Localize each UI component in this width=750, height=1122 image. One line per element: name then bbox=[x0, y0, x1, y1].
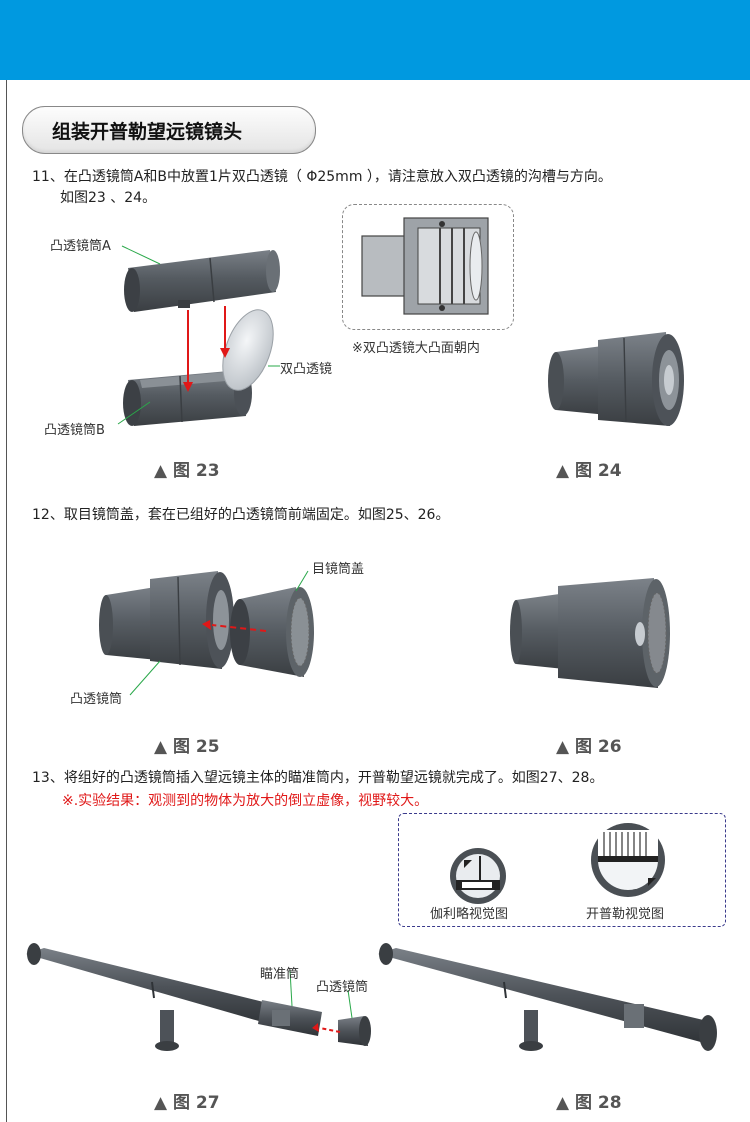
label-convex-tube-2: 凸透镜筒 bbox=[316, 980, 369, 995]
section-title-pill bbox=[22, 106, 316, 154]
figure-27-caption: ▲ 图 27 bbox=[154, 1093, 220, 1113]
figure-28-telescope-complete bbox=[378, 943, 717, 1051]
step-11-text: 11、在凸透镜筒A和B中放置1片双凸透镜（ Φ25mm ），请注意放入双凸透镜的… bbox=[32, 169, 612, 185]
figure-28-caption: ▲ 图 28 bbox=[556, 1093, 622, 1113]
section-title: 组装开普勒望远镜镜头 bbox=[52, 121, 243, 143]
figure-26-caption: ▲ 图 26 bbox=[556, 737, 622, 757]
label-aim-tube: 瞄准筒 bbox=[260, 967, 300, 982]
figure-24-assembled-tube bbox=[548, 332, 684, 426]
figure-27-telescope-insert bbox=[26, 943, 371, 1051]
header-bar bbox=[0, 0, 750, 80]
figure-23-exploded-tube bbox=[117, 245, 280, 426]
convex-note: ※双凸透镜大凸面朝内 bbox=[352, 341, 480, 356]
galileo-view-icon bbox=[450, 848, 506, 904]
figure-23-caption: ▲ 图 23 bbox=[154, 461, 220, 481]
label-convex-tube: 凸透镜筒 bbox=[70, 692, 123, 707]
figure-25-cap-assembly bbox=[99, 570, 314, 696]
figure-24-caption: ▲ 图 24 bbox=[556, 461, 622, 481]
kepler-view-icon bbox=[591, 823, 665, 897]
label-galileo-view: 伽利略视觉图 bbox=[430, 907, 509, 922]
figure-26-capped-tube bbox=[510, 578, 670, 688]
label-eyepiece-cap: 目镜筒盖 bbox=[312, 562, 365, 577]
cross-section-drawing bbox=[361, 217, 489, 315]
figure-25-caption: ▲ 图 25 bbox=[154, 737, 220, 757]
cross-section-detail-box bbox=[342, 204, 514, 330]
step-12-text: 12、取目镜筒盖，套在已组好的凸透镜筒前端固定。如图25、26。 bbox=[32, 507, 450, 523]
label-biconvex-lens: 双凸透镜 bbox=[280, 362, 333, 377]
step-13-text: 13、将组好的凸透镜筒插入望远镜主体的瞄准筒内，开普勒望远镜就完成了。如图27、… bbox=[32, 770, 604, 786]
label-tube-b: 凸透镜筒B bbox=[44, 423, 105, 438]
left-border-line bbox=[6, 80, 7, 1122]
step-11-text-cont: 如图23 、24。 bbox=[60, 190, 157, 206]
label-tube-a: 凸透镜筒A bbox=[50, 239, 111, 254]
view-comparison-box bbox=[398, 813, 726, 927]
label-kepler-view: 开普勒视觉图 bbox=[586, 907, 665, 922]
result-note: ※.实验结果：观测到的物体为放大的倒立虚像，视野较大。 bbox=[62, 793, 429, 809]
